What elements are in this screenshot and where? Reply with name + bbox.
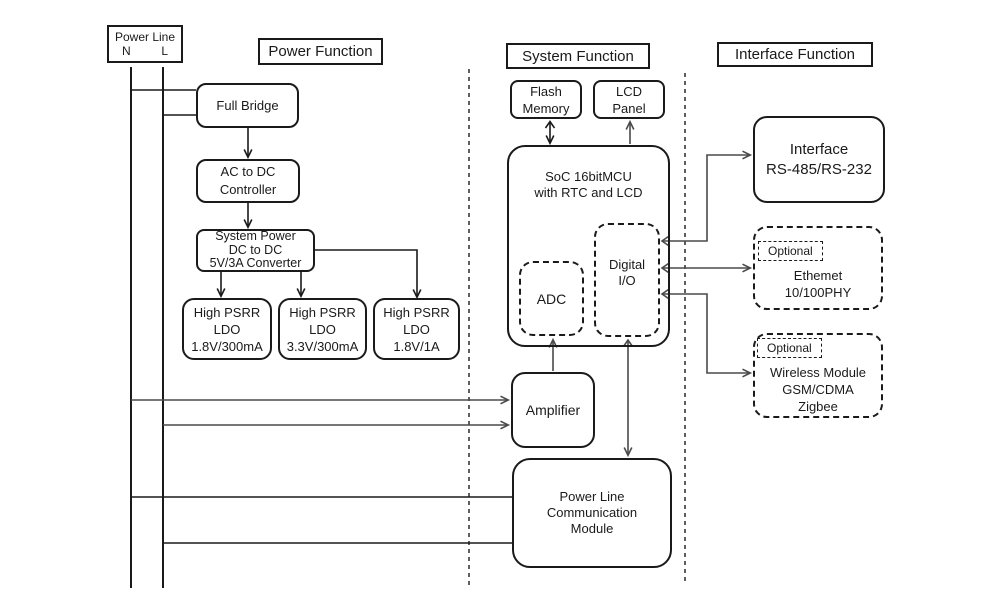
arrowhead-interface-left (660, 235, 669, 247)
flash-label-2: Memory (522, 100, 570, 116)
system-power-label-2: DC to DC (228, 242, 283, 257)
block-ldo-3v3-300ma: High PSRR LDO 3.3V/300mA (278, 298, 367, 360)
ldo3-label-3: 1.8V/1A (393, 338, 440, 354)
block-ac-dc-controller: AC to DC Controller (196, 159, 300, 203)
section-header-interface: Interface Function (717, 42, 873, 67)
wireless-label-2: GSM/CDMA (782, 382, 854, 397)
block-soc: SoC 16bitMCU with RTC and LCD (507, 145, 670, 347)
arrow-digitalio-wireless (662, 293, 753, 378)
rail-l-label: L (161, 44, 168, 58)
soc-label-1: SoC 16bitMCU (545, 169, 632, 184)
arrow-syspower-ldo3 (315, 249, 422, 300)
block-full-bridge: Full Bridge (196, 83, 299, 128)
plc-label-3: Module (570, 521, 614, 536)
block-ldo-1v8-1a: High PSRR LDO 1.8V/1A (373, 298, 460, 360)
ldo2-label-3: 3.3V/300mA (286, 338, 359, 354)
ldo1-label-2: LDO (213, 321, 241, 337)
section-header-system: System Function (506, 43, 650, 69)
arrowhead-digitalio-up (622, 338, 634, 347)
digital-io-label-1: Digital (608, 257, 646, 272)
adc-label: ADC (536, 290, 567, 307)
wireless-label-3: Zigbee (798, 399, 838, 414)
ac-dc-label-1: AC to DC (220, 164, 276, 179)
system-power-label-1: System Power (215, 229, 296, 244)
arrowhead-flash-up (544, 120, 556, 129)
ethernet-label-1: Ethemet (793, 268, 843, 283)
ac-dc-label-2: Controller (219, 182, 277, 197)
amplifier-label: Amplifier (525, 402, 581, 418)
ethernet-optional-label: Optional (768, 244, 813, 258)
system-power-label-3: 5V/3A Converter (209, 256, 302, 271)
interface-rs-label-2: RS-485/RS-232 (766, 160, 872, 178)
lcd-label-2: Panel (612, 100, 646, 116)
ldo1-label-1: High PSRR (193, 304, 261, 320)
block-interface-rs: Interface RS-485/RS-232 (753, 116, 885, 203)
block-flash-memory: Flash Memory (510, 80, 582, 119)
section-system-label: System Function (522, 47, 634, 65)
ethernet-label-2: 10/100PHY (784, 285, 852, 300)
block-adc: ADC (519, 261, 584, 336)
rail-n-label: N (122, 44, 131, 58)
ldo2-label-2: LDO (309, 321, 336, 337)
ldo3-label-2: LDO (403, 321, 430, 337)
block-ethernet: Optional Ethemet 10/100PHY (753, 226, 883, 310)
arrowhead-wireless-left (660, 288, 669, 300)
section-interface-label: Interface Function (734, 46, 856, 63)
flash-label-1: Flash (530, 83, 562, 99)
interface-rs-label-1: Interface (789, 140, 849, 158)
section-power-label: Power Function (268, 43, 373, 60)
block-lcd-panel: LCD Panel (593, 80, 665, 119)
block-ldo-1v8-300ma: High PSRR LDO 1.8V/300mA (182, 298, 272, 360)
ethernet-optional-tag: Optional (758, 241, 823, 261)
block-amplifier: Amplifier (511, 372, 595, 448)
plc-label-1: Power Line (559, 489, 625, 504)
lcd-label-1: LCD (615, 83, 642, 99)
arrow-digitalio-interface (662, 150, 753, 242)
ldo1-label-3: 1.8V/300mA (191, 338, 263, 354)
block-power-line: Power Line N L (107, 25, 183, 63)
block-system-power: System Power DC to DC 5V/3A Converter (196, 229, 315, 272)
digital-io-label-2: I/O (618, 273, 636, 288)
section-header-power: Power Function (258, 38, 383, 65)
arrowhead-ethernet-left (660, 262, 669, 274)
ldo3-label-1: High PSRR (383, 304, 450, 320)
soc-label-2: with RTC and LCD (534, 185, 643, 200)
block-plc-module: Power Line Communication Module (512, 458, 672, 568)
block-digital-io: Digital I/O (594, 223, 660, 337)
wireless-optional-label: Optional (767, 341, 812, 355)
full-bridge-label: Full Bridge (216, 97, 279, 113)
ldo2-label-1: High PSRR (289, 304, 356, 320)
wireless-label-1: Wireless Module (769, 365, 867, 380)
plc-label-2: Communication (546, 505, 638, 520)
power-line-label: Power Line (114, 30, 176, 44)
wireless-optional-tag: Optional (757, 338, 822, 358)
block-wireless: Optional Wireless Module GSM/CDMA Zigbee (753, 333, 883, 418)
